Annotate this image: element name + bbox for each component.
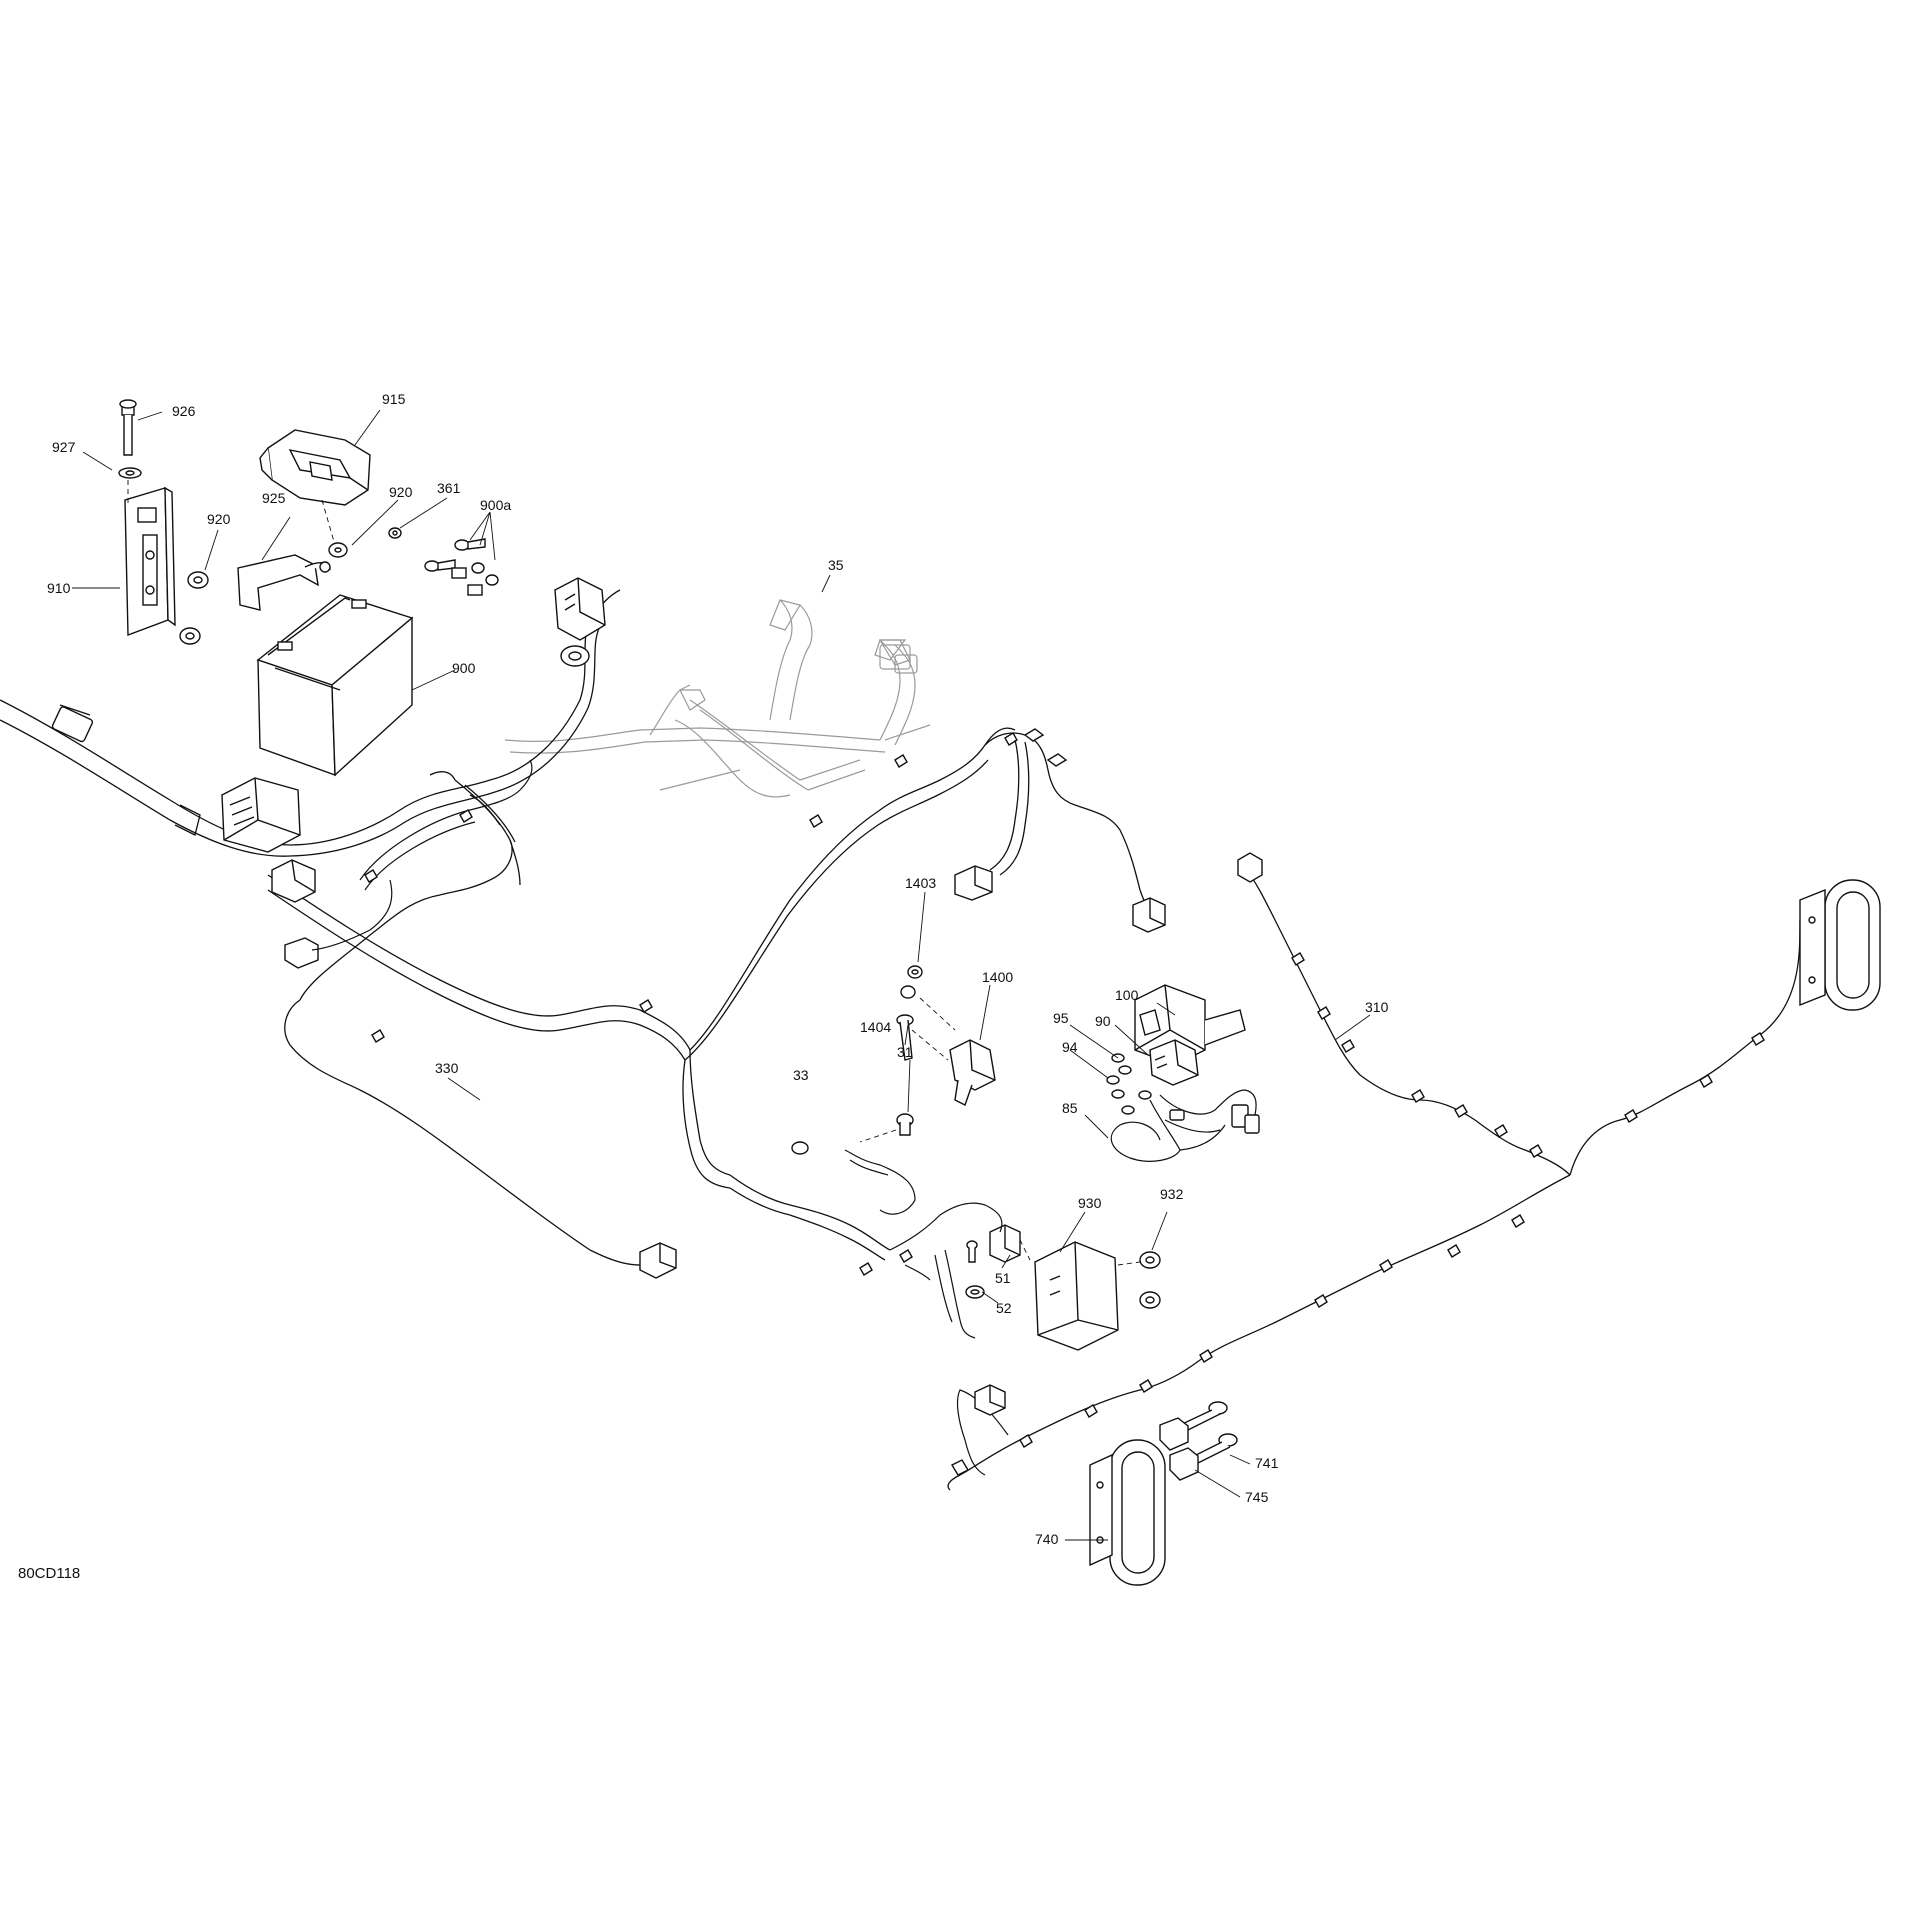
callout-925: 925 [262, 490, 286, 506]
harness-51-branch [859, 1202, 1003, 1339]
callout-926: 926 [172, 403, 196, 419]
callout-932: 932 [1160, 1186, 1184, 1202]
fastener-near-51 [966, 1240, 978, 1263]
callout-labels: 926 927 915 920 920 925 361 900a 910 900… [47, 391, 1389, 1547]
callout-90: 90 [1095, 1013, 1111, 1029]
battery-retainer-925 [237, 554, 331, 611]
rear-harness-310-left-end [951, 1384, 1009, 1476]
callout-94: 94 [1062, 1039, 1078, 1055]
callout-35: 35 [828, 557, 844, 573]
callout-52: 52 [996, 1300, 1012, 1316]
connector-front-left [271, 859, 316, 903]
cable-33 [791, 1141, 916, 1215]
fuse-box-90 [1149, 1039, 1199, 1086]
bolt-926 [119, 399, 137, 456]
battery-900 [256, 594, 414, 777]
harness-330 [284, 771, 666, 1266]
callout-910: 910 [47, 580, 71, 596]
connector-top-35 [1023, 728, 1068, 767]
spacer-745-lower [1169, 1447, 1199, 1481]
grommet-52 [965, 1285, 985, 1299]
callout-330: 330 [435, 1060, 459, 1076]
fasteners-94-95 [1106, 1053, 1152, 1115]
harness-85 [1110, 1089, 1260, 1162]
upper-connector-900 [554, 577, 606, 667]
grommet-920-cover [328, 542, 348, 558]
ecm-connector [221, 777, 301, 853]
rear-harness-clips [1019, 952, 1765, 1448]
grommet-920-upper [187, 571, 209, 589]
battery-bracket [124, 486, 176, 637]
callout-927: 927 [52, 439, 76, 455]
callout-1403: 1403 [905, 875, 936, 891]
leader-lines [72, 409, 1371, 1541]
connector-right-upper [1132, 897, 1166, 933]
figure-reference-code: 80CD118 [18, 1565, 80, 1582]
connector-51 [989, 1224, 1021, 1263]
connector-330-end [639, 1242, 677, 1279]
callout-33: 33 [793, 1067, 809, 1083]
front-harness-branches [311, 759, 533, 951]
sensor-1400 [949, 1039, 996, 1106]
spacer-745-upper [1159, 1417, 1189, 1451]
callout-740: 740 [1035, 1531, 1059, 1547]
front-harness-33 [267, 727, 1016, 1261]
callout-915: 915 [382, 391, 406, 407]
callout-51: 51 [995, 1270, 1011, 1286]
washer-927 [118, 467, 142, 479]
callout-920-cover: 920 [389, 484, 413, 500]
battery-cover-915 [259, 429, 371, 506]
fastener-1403 [900, 965, 923, 999]
callout-95: 95 [1053, 1010, 1069, 1026]
connector-1403-harness [954, 865, 993, 901]
module-930 [1034, 1241, 1119, 1351]
bolt-31 [896, 1113, 914, 1136]
callout-1404: 1404 [860, 1019, 891, 1035]
callout-31: 31 [897, 1044, 913, 1060]
rear-harness-310 [947, 867, 1801, 1491]
relay-100 [1134, 984, 1246, 1066]
callout-930: 930 [1078, 1195, 1102, 1211]
front-harness-right-branch [984, 732, 1151, 921]
bolt-741-upper [1179, 1401, 1228, 1433]
callout-85: 85 [1062, 1100, 1078, 1116]
tail-light-right [1799, 879, 1881, 1011]
callout-900a: 900a [480, 497, 511, 513]
rear-harness-310-top-end [1237, 852, 1263, 883]
connector-front-left-2 [284, 937, 319, 969]
callout-310: 310 [1365, 999, 1389, 1015]
callout-741: 741 [1255, 1455, 1279, 1471]
background-frame-structure [504, 599, 931, 798]
harness-clips [364, 732, 1018, 1043]
callout-745: 745 [1245, 1489, 1269, 1505]
nut-361 [388, 527, 402, 539]
grommet-932-upper [1139, 1251, 1161, 1269]
callout-100: 100 [1115, 987, 1139, 1003]
grommet-932-lower [1139, 1291, 1161, 1309]
terminal-kit-900a [424, 538, 499, 596]
callout-920-bracket: 920 [207, 511, 231, 527]
callout-1400: 1400 [982, 969, 1013, 985]
connector-left-harness [51, 704, 94, 743]
tail-light-740 [1089, 1439, 1166, 1586]
grommet-920-lower [179, 627, 201, 645]
callout-900: 900 [452, 660, 476, 676]
callout-361: 361 [437, 480, 461, 496]
